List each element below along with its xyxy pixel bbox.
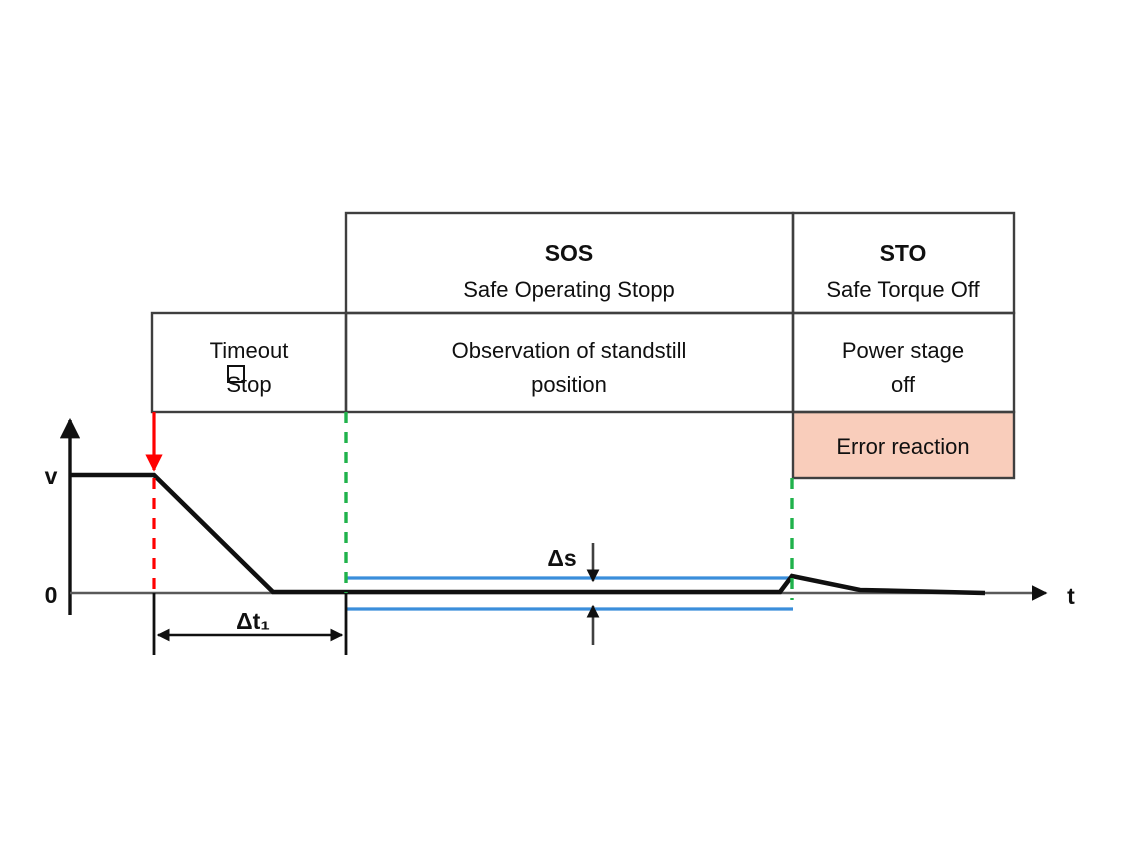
phase-power-line2: off — [891, 372, 916, 397]
phase-cell-error-reaction — [791, 410, 1016, 480]
phase-title-sos: SOS — [545, 240, 594, 266]
missing-glyph-box — [227, 365, 245, 383]
phase-subtitle-sos: Safe Operating Stopp — [463, 277, 675, 302]
phase-timeout-line1: Timeout — [210, 338, 289, 363]
phase-observation-line2: position — [531, 372, 607, 397]
phase-timeout-line2: Stop — [226, 372, 271, 397]
zero-label: 0 — [45, 582, 58, 608]
phase-subtitle-sto: Safe Torque Off — [826, 277, 980, 302]
velocity-curve — [70, 472, 986, 596]
t-axis-label: t — [1067, 583, 1075, 609]
v-axis-label: v — [45, 463, 58, 489]
phase-observation-line1: Observation of standstill — [452, 338, 687, 363]
delta-t1-label: Δt₁ — [236, 608, 270, 634]
error-reaction-cell-fill — [793, 412, 1014, 478]
phase-title-sto: STO — [880, 240, 927, 266]
phase-power-line1: Power stage — [842, 338, 964, 363]
phase-error-reaction-label: Error reaction — [836, 434, 969, 459]
delta-s-label: Δs — [547, 545, 576, 571]
